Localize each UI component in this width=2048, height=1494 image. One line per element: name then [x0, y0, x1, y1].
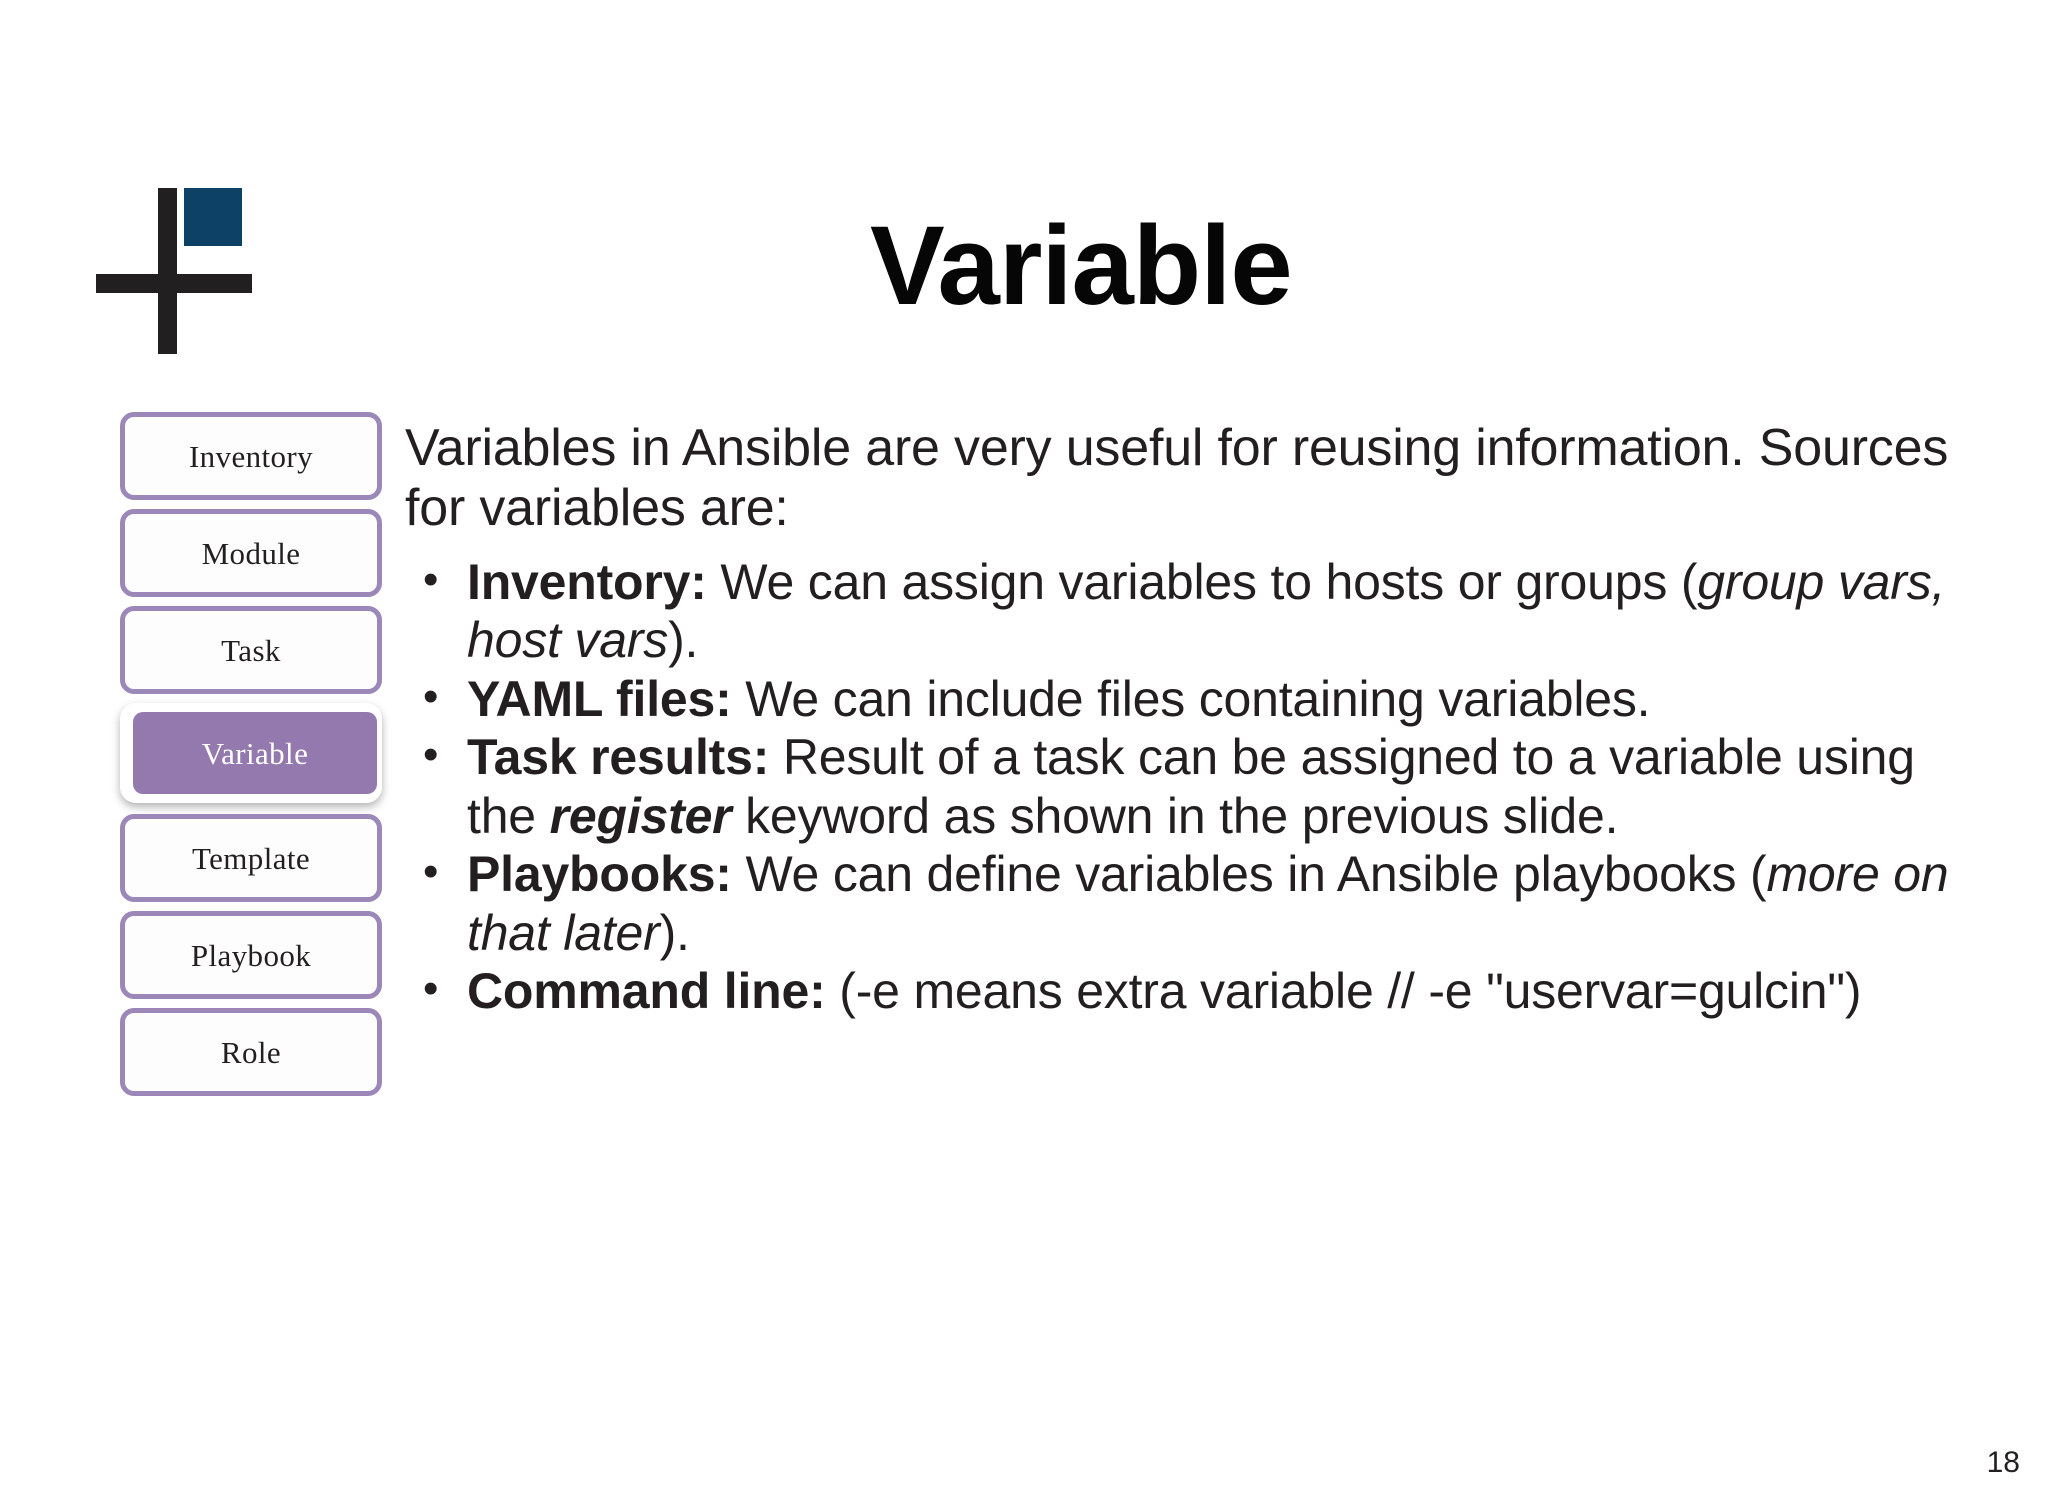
sidebar-item-label: Template: [191, 840, 311, 876]
intro-paragraph: Variables in Ansible are very useful for…: [405, 419, 1949, 538]
list-item: Inventory: We can assign variables to ho…: [405, 551, 1995, 670]
sidebar-item-label: Task: [221, 632, 281, 668]
bullet-text: Result of a task can be assigned to a va…: [467, 729, 1915, 844]
bullet-text-tail: keyword as shown in the previous slide.: [731, 787, 1619, 844]
list-item: YAML files: We can include files contain…: [405, 668, 1995, 729]
bullet-text: We can include files containing variable…: [731, 670, 1651, 727]
bullet-text-tail: ).: [659, 904, 690, 961]
sidebar-nav: Inventory Module Task Variable Template …: [120, 412, 386, 1105]
page-number: 18: [1986, 1446, 2020, 1479]
sidebar-item-variable[interactable]: Variable: [120, 703, 382, 803]
bullet-text: We can assign variables to hosts or grou…: [706, 553, 1698, 610]
bullet-italic: group vars, host vars: [467, 553, 1946, 669]
sidebar-item-label: Variable: [201, 735, 309, 771]
sidebar-item-role[interactable]: Role: [120, 1008, 382, 1096]
logo-blue-square-icon: [184, 188, 242, 246]
sidebar-item-label: Inventory: [188, 438, 314, 474]
sidebar-item-task[interactable]: Task: [120, 606, 382, 694]
bullet-italic: more on that later: [467, 846, 1949, 961]
bullet-term: YAML files:: [467, 670, 732, 727]
sidebar-item-playbook[interactable]: Playbook: [120, 911, 382, 999]
bullet-text: We can define variables in Ansible playb…: [731, 846, 1767, 903]
bullet-keyword-register: register: [549, 787, 732, 844]
bullet-text-tail: ).: [668, 612, 699, 669]
sidebar-item-template[interactable]: Template: [120, 814, 382, 902]
brand-logo: [96, 188, 252, 354]
bullet-list: Inventory: We can assign variables to ho…: [405, 551, 1995, 1021]
slide-content: Variables in Ansible are very useful for…: [405, 418, 1995, 1021]
bullet-text: (-e means extra variable // -e "uservar=…: [825, 963, 1862, 1020]
sidebar-item-module[interactable]: Module: [120, 509, 382, 597]
sidebar-item-label: Role: [220, 1034, 282, 1070]
sidebar-item-label: Module: [201, 535, 301, 571]
page-title: Variable: [870, 203, 1293, 328]
sidebar-item-active-fill: Variable: [133, 712, 377, 794]
sidebar-item-inventory[interactable]: Inventory: [120, 412, 382, 500]
bullet-term: Command line:: [467, 963, 826, 1020]
list-item: Task results: Result of a task can be as…: [405, 726, 1995, 845]
list-item: Command line: (-e means extra variable /…: [405, 960, 1995, 1021]
list-item: Playbooks: We can define variables in An…: [405, 843, 1995, 962]
bullet-term: Task results:: [467, 729, 770, 786]
bullet-term: Inventory:: [467, 553, 707, 610]
sidebar-item-label: Playbook: [190, 937, 312, 973]
logo-vertical-bar: [158, 188, 177, 354]
bullet-term: Playbooks:: [467, 846, 732, 903]
